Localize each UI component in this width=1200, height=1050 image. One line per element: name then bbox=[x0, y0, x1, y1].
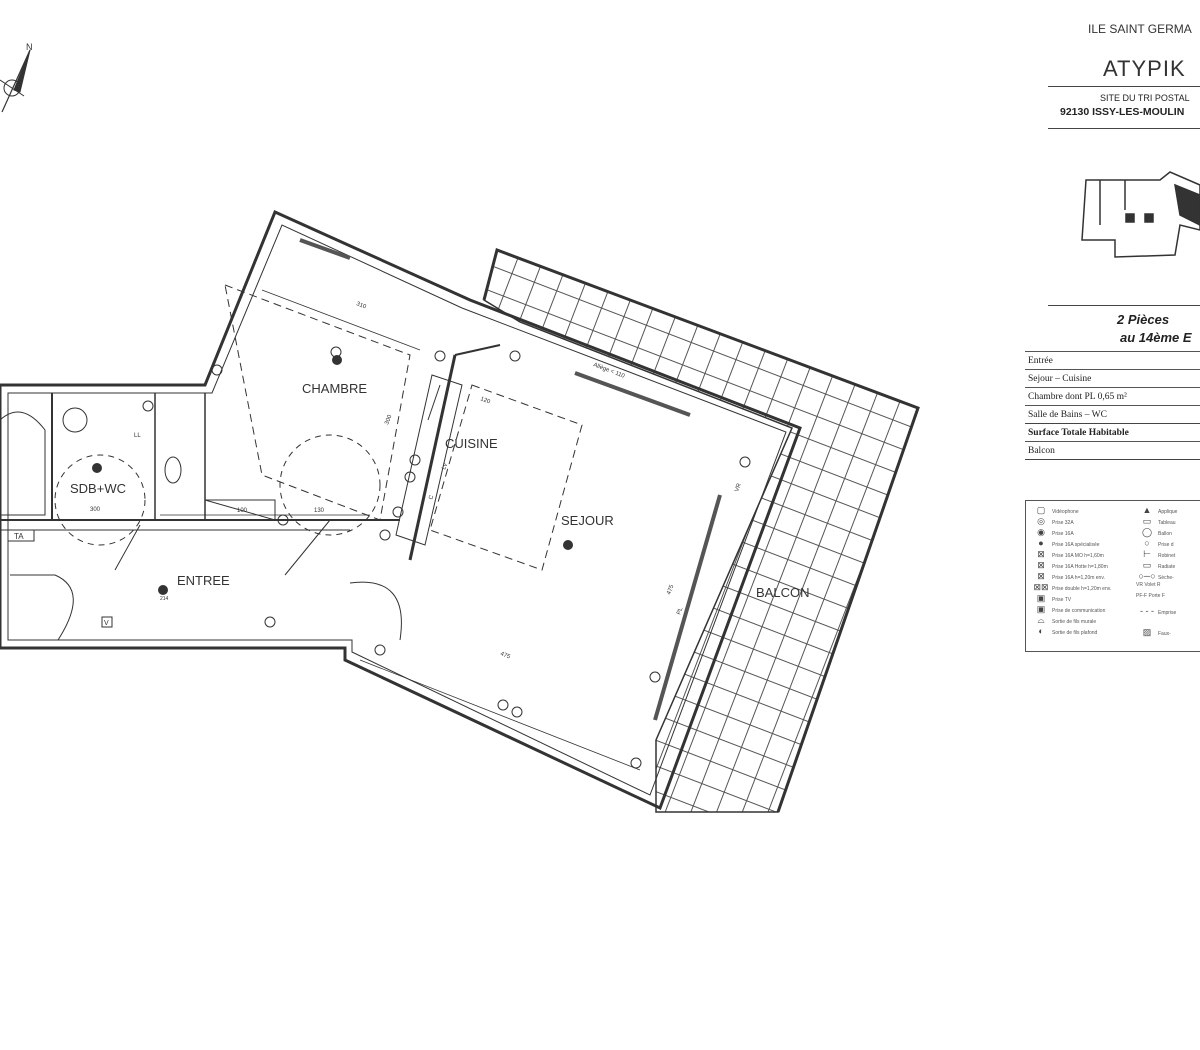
symbol-legend: ▢Vidéophone ◎Prise 32A ◉Prise 16A ●Prise… bbox=[1025, 500, 1200, 652]
ceiling-wire-icon: ◐ bbox=[1038, 626, 1044, 636]
dimension-entree-door: 130 bbox=[314, 508, 325, 514]
towel-dryer-icon: ○─○ bbox=[1138, 571, 1156, 581]
legend-item: VR Volet R bbox=[1136, 582, 1161, 588]
programme-name: ILE SAINT GERMA bbox=[1088, 22, 1192, 36]
legend-item: ⊢Robinet bbox=[1136, 549, 1175, 560]
area-table: Entrée Sejour – Cuisine Chambre dont PL … bbox=[1025, 351, 1200, 460]
symbol-ll: LL bbox=[134, 433, 141, 439]
hatch-icon: ▨ bbox=[1142, 627, 1152, 637]
outlet-120-icon: ⊠ bbox=[1037, 571, 1045, 581]
symbol-ta: TA bbox=[14, 532, 24, 541]
legend-item: ⊠Prise 16A h=1,20m env. bbox=[1030, 571, 1105, 582]
area-row: Balcon bbox=[1025, 441, 1200, 460]
area-row: Sejour – Cuisine bbox=[1025, 369, 1200, 388]
area-row-total: Surface Totale Habitable bbox=[1025, 423, 1200, 442]
tap-icon: ⊢ bbox=[1143, 549, 1151, 559]
outlet-16a-icon: ◉ bbox=[1037, 527, 1045, 537]
dimension-sdb-width: 300 bbox=[90, 507, 101, 513]
legend-item: ▭Radiate bbox=[1136, 560, 1176, 571]
legend-item: ◯Ballon bbox=[1136, 527, 1172, 538]
walls bbox=[0, 209, 802, 811]
apartment-floor: au 14ème E bbox=[1120, 330, 1192, 345]
dimension-sejour-width: 475 bbox=[499, 651, 511, 660]
compass-icon: N bbox=[0, 42, 33, 113]
symbol-v: V bbox=[104, 620, 109, 627]
outlet-mo-icon: ⊠ bbox=[1037, 549, 1045, 559]
legend-item: ⊠Prise 16A MO h=1,60m bbox=[1030, 549, 1104, 560]
allege-note: Allège < 110 bbox=[592, 362, 626, 380]
area-row: Salle de Bains – WC bbox=[1025, 405, 1200, 424]
room-label-entree: ENTREE bbox=[177, 573, 230, 588]
legend-item: ●Prise 16A spécialisée bbox=[1030, 538, 1099, 548]
dimension-sejour-depth: 475 bbox=[666, 584, 675, 596]
symbol-c: C bbox=[428, 494, 435, 501]
legend-item: ⊠⊠Prise double h=1,20m env. bbox=[1030, 582, 1111, 593]
radiator-icon: ▭ bbox=[1142, 560, 1152, 570]
symbol-pl: PL bbox=[676, 606, 684, 616]
legend-item: ◉Prise 16A bbox=[1030, 527, 1074, 538]
balcony bbox=[482, 248, 920, 813]
north-label: N bbox=[26, 42, 33, 52]
legend-item: ⌓Sortie de fils murale bbox=[1030, 615, 1096, 626]
comm-outlet-icon: ▣ bbox=[1036, 604, 1046, 614]
legend-item: ◎Prise 32A bbox=[1030, 516, 1074, 527]
symbol-vr: VR bbox=[734, 482, 743, 493]
dashed-line-icon: - - - bbox=[1140, 606, 1154, 616]
key-plan bbox=[1081, 171, 1200, 258]
wall-wire-icon: ⌓ bbox=[1037, 615, 1045, 625]
legend-item: ▲Applique bbox=[1136, 505, 1178, 515]
water-heater-icon: ◯ bbox=[1141, 527, 1153, 537]
outlet-32a-icon: ◎ bbox=[1037, 516, 1045, 526]
dimension-entree-small: 214 bbox=[160, 596, 169, 602]
room-label-chambre: CHAMBRE bbox=[302, 381, 367, 396]
legend-item: ▣Prise TV bbox=[1030, 593, 1071, 604]
legend-item: ◐Sortie de fils plafond bbox=[1030, 626, 1097, 636]
area-row: Chambre dont PL 0,65 m² bbox=[1025, 387, 1200, 406]
dimension-chambre-depth: 300 bbox=[384, 414, 393, 426]
room-label-sejour: SEJOUR bbox=[561, 513, 614, 528]
dimension-cuisine: 120 bbox=[479, 396, 491, 405]
wall-light-icon: ▲ bbox=[1142, 505, 1152, 515]
outlet-ring-icon: ○ bbox=[1144, 538, 1150, 548]
outlet-hood-icon: ⊠ bbox=[1037, 560, 1045, 570]
videophone-icon: ▢ bbox=[1036, 505, 1046, 515]
room-label-balcon: BALCON bbox=[756, 585, 809, 600]
outlet-special-icon: ● bbox=[1038, 538, 1044, 548]
legend-item: ○Prise d bbox=[1136, 538, 1173, 548]
legend-item: - - -Emprise bbox=[1136, 606, 1176, 616]
panel-icon: ▭ bbox=[1142, 516, 1152, 526]
dimension-chambre-width: 310 bbox=[355, 301, 367, 310]
legend-item: ▣Prise de communication bbox=[1030, 604, 1106, 615]
legend-item: ▢Vidéophone bbox=[1030, 505, 1079, 516]
dimension-placard: 100 bbox=[237, 508, 248, 514]
site-name: SITE DU TRI POSTAL bbox=[1100, 93, 1190, 103]
legend-item: PF-F Porte F bbox=[1136, 593, 1165, 599]
residence-name: ATYPIK bbox=[1103, 56, 1186, 81]
apartment-type: 2 Pièces bbox=[1117, 312, 1170, 327]
area-row: Entrée bbox=[1025, 351, 1200, 370]
address: 92130 ISSY-LES-MOULIN bbox=[1060, 106, 1185, 118]
ceiling-light-icons bbox=[92, 355, 573, 595]
double-outlet-icon: ⊠⊠ bbox=[1033, 582, 1049, 592]
legend-item: ⊠Prise 16A Hotte h=1,80m bbox=[1030, 560, 1108, 571]
room-label-cuisine: CUISINE bbox=[445, 436, 498, 451]
symbol-lv: Lv bbox=[441, 463, 449, 471]
legend-item: ▨Faux- bbox=[1136, 627, 1171, 638]
legend-item: ▭Tableau bbox=[1136, 516, 1176, 527]
room-label-sdb: SDB+WC bbox=[70, 481, 126, 496]
tv-outlet-icon: ▣ bbox=[1036, 593, 1046, 603]
legend-item: ○─○Sèche- bbox=[1136, 571, 1173, 581]
